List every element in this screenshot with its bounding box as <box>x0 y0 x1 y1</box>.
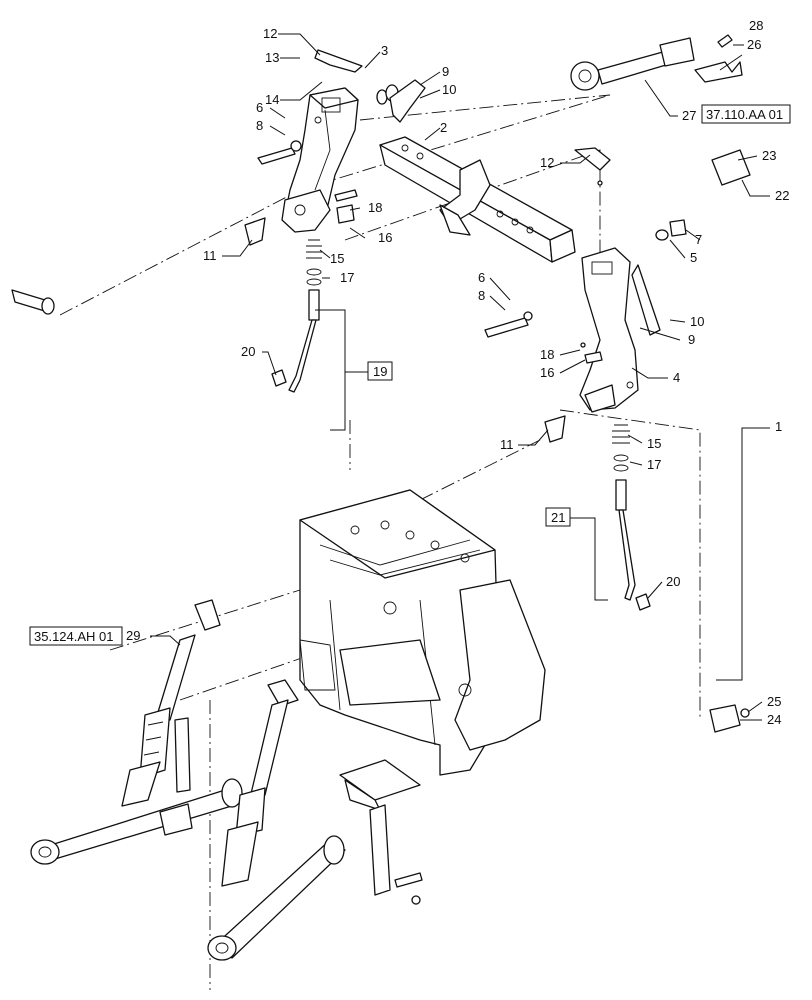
callout-29: 29 <box>126 628 140 643</box>
beam-small-fittings <box>574 147 687 241</box>
callout-2: 2 <box>440 120 447 135</box>
left-pin-parts <box>244 79 426 246</box>
callout-22: 22 <box>775 188 789 203</box>
callout-23: 23 <box>762 148 776 163</box>
callout-18-left: 18 <box>368 200 382 215</box>
callout-3: 3 <box>381 43 388 58</box>
side-pin-assembly <box>709 149 751 733</box>
callout-11-left: 11 <box>203 248 217 263</box>
callout-15-left: 15 <box>330 251 344 266</box>
callout-13: 13 <box>265 50 279 65</box>
callout-25: 25 <box>767 694 781 709</box>
right-lift-rod <box>221 679 299 887</box>
callout-9-right: 9 <box>688 332 695 347</box>
callout-28: 28 <box>749 18 763 33</box>
right-hook-bracket <box>484 247 661 443</box>
callout-18-right: 18 <box>540 347 554 362</box>
central-housing <box>299 489 546 776</box>
callout-8-right: 8 <box>478 288 485 303</box>
callout-8-left: 8 <box>256 118 263 133</box>
callout-14: 14 <box>265 92 279 107</box>
callout-6-left: 6 <box>256 100 263 115</box>
top-link <box>570 34 743 91</box>
left-spring-rod <box>271 239 322 393</box>
callout-labels: 1 2 3 4 5 6 6 7 8 8 9 9 10 10 11 11 12 1… <box>29 18 791 727</box>
reference-box-top-link <box>701 104 791 124</box>
callout-10-right: 10 <box>690 314 704 329</box>
callout-24: 24 <box>767 712 781 727</box>
callout-17-left: 17 <box>340 270 354 285</box>
reference-box-lift-rod <box>29 626 123 646</box>
left-hook-bracket <box>281 87 359 233</box>
callout-12-left: 12 <box>263 26 277 41</box>
callout-26: 26 <box>747 37 761 52</box>
callout-20-right: 20 <box>666 574 680 589</box>
leader-lines <box>150 33 770 721</box>
callout-15-right: 15 <box>647 436 661 451</box>
reference-top-link: 37.110.AA 01 <box>706 107 783 122</box>
callout-20-left: 20 <box>241 344 255 359</box>
callout-10-left: 10 <box>442 82 456 97</box>
callout-16-left: 16 <box>378 230 392 245</box>
callout-21-box <box>545 507 571 527</box>
callout-6-right: 6 <box>478 270 485 285</box>
left-shaft-end <box>11 289 55 315</box>
callout-19-box <box>367 361 393 381</box>
callout-17-right: 17 <box>647 457 661 472</box>
cross-beam <box>379 136 576 263</box>
left-latch-lever <box>314 49 363 73</box>
callout-12-right: 12 <box>540 155 554 170</box>
hitch-bracket <box>339 759 423 905</box>
callout-27: 27 <box>682 108 696 123</box>
callout-21: 21 <box>551 510 565 525</box>
callout-16-right: 16 <box>540 365 554 380</box>
left-lower-link <box>30 717 243 865</box>
callout-9-left: 9 <box>442 64 449 79</box>
callout-1: 1 <box>775 419 782 434</box>
right-lower-link <box>207 835 346 961</box>
left-lift-rod <box>121 599 221 807</box>
reference-lift-rod: 35.124.AH 01 <box>34 629 114 644</box>
callout-19: 19 <box>373 364 387 379</box>
callout-11-right: 11 <box>500 437 514 452</box>
callout-7: 7 <box>695 232 702 247</box>
callout-5: 5 <box>690 250 697 265</box>
right-spring-rod <box>612 424 651 611</box>
callout-4: 4 <box>673 370 680 385</box>
